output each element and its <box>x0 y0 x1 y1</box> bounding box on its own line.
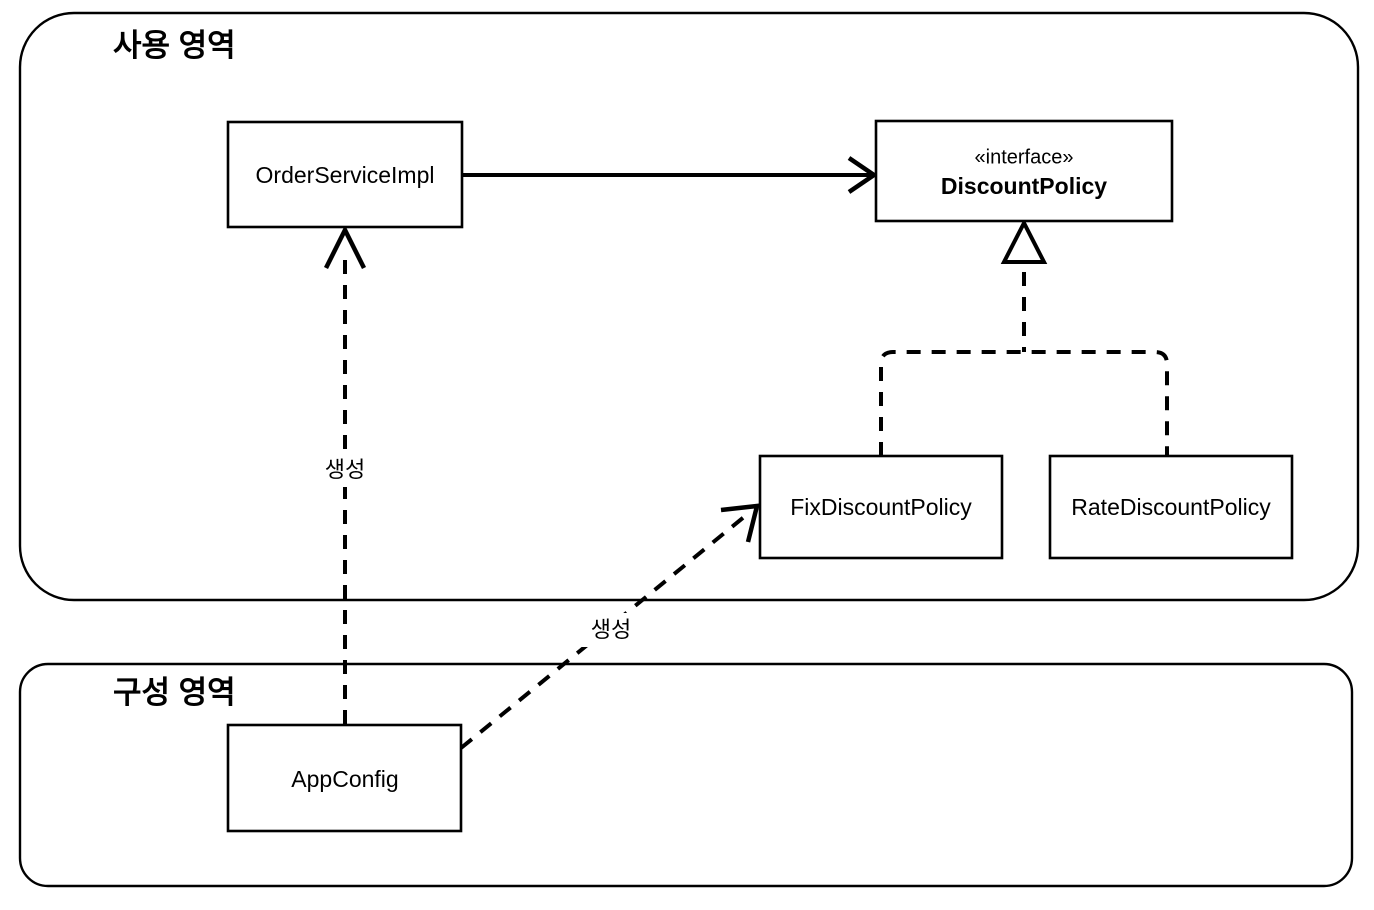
node-order-service-impl-label: OrderServiceImpl <box>256 162 435 188</box>
node-rate-discount-policy[interactable]: RateDiscountPolicy <box>1048 454 1294 560</box>
edge-creates-order-service-label: 생성 <box>325 457 365 482</box>
node-fix-discount-policy-label: FixDiscountPolicy <box>790 494 972 520</box>
region-usage-area-outline <box>18 11 1360 602</box>
region-usage-area-title: 사용 영역 <box>113 28 236 63</box>
edge-creates-order-service-label-backdrop <box>309 453 382 487</box>
edge-creates-fix-policy-label: 생성 <box>591 617 631 642</box>
node-app-config[interactable]: AppConfig <box>226 723 463 833</box>
node-rate-discount-policy-box[interactable] <box>1048 454 1294 560</box>
edge-realization-arrowhead-hollow-triangle-icon <box>1000 218 1048 264</box>
node-discount-policy-label: DiscountPolicy <box>941 173 1107 199</box>
node-discount-policy[interactable]: «interface» DiscountPolicy <box>874 119 1174 223</box>
node-order-service-impl-box[interactable] <box>226 120 464 229</box>
edge-creates-fix-policy-label-backdrop <box>575 613 648 647</box>
region-config-area-outline <box>18 662 1354 888</box>
node-app-config-box[interactable] <box>226 723 463 833</box>
node-app-config-label: AppConfig <box>291 766 398 792</box>
node-order-service-impl[interactable]: OrderServiceImpl <box>226 120 464 229</box>
region-usage-area: 사용 영역 <box>18 11 1360 602</box>
edge-realization-bus <box>879 350 1169 456</box>
edge-realization-discount-policy <box>879 218 1169 456</box>
node-rate-discount-policy-label: RateDiscountPolicy <box>1071 494 1271 520</box>
region-config-area: 구성 영역 <box>18 662 1354 888</box>
node-discount-policy-stereotype: «interface» <box>975 146 1074 168</box>
edge-uses-arrowhead-open-icon <box>847 156 879 194</box>
edge-app-config-to-order-service-impl: 생성 <box>309 224 382 724</box>
region-config-area-title: 구성 영역 <box>113 675 236 710</box>
edge-creates-order-service-arrowhead-open-icon <box>323 224 367 270</box>
node-fix-discount-policy-box[interactable] <box>758 454 1004 560</box>
edge-order-service-impl-to-discount-policy <box>462 156 879 194</box>
edge-app-config-to-fix-discount-policy: 생성 <box>459 503 760 750</box>
edge-creates-fix-policy-arrowhead-open-icon <box>720 503 760 543</box>
node-fix-discount-policy[interactable]: FixDiscountPolicy <box>758 454 1004 560</box>
node-discount-policy-box[interactable] <box>874 119 1174 223</box>
